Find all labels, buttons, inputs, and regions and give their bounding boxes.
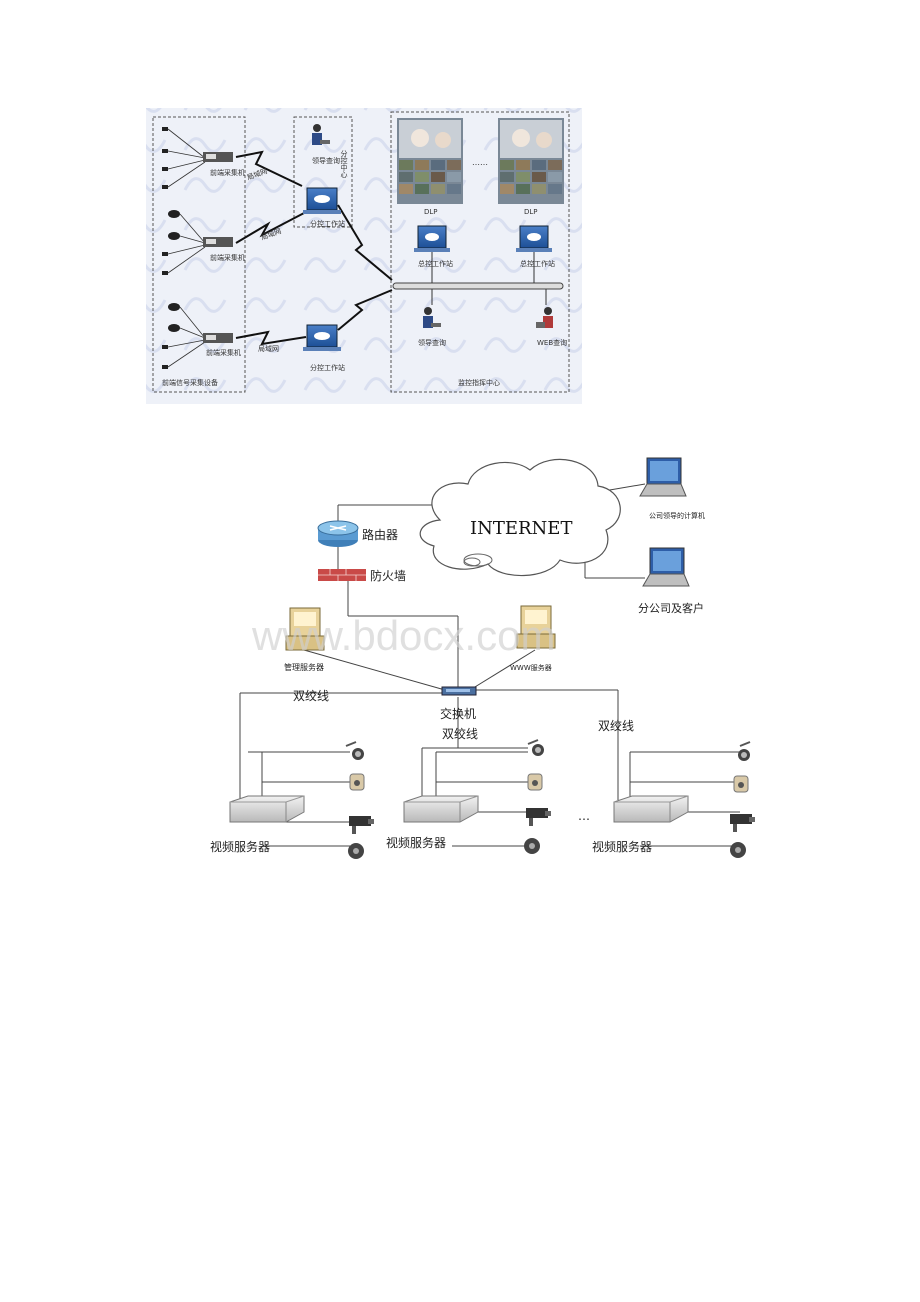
- sub-workstation-2-icon: [303, 324, 341, 351]
- ptz-camera-icon: [345, 741, 364, 760]
- switch-icon: [441, 686, 477, 696]
- mgmt-server-label: 管理服务器: [284, 662, 324, 672]
- twisted-pair-1-label: 双绞线: [293, 688, 329, 703]
- video-server-2-icon: [403, 795, 479, 823]
- sub-center-region: [293, 116, 353, 228]
- dlp-wall-1: [397, 118, 463, 204]
- dlp-2-label: DLP: [524, 208, 538, 216]
- video-server-2-label: 视频服务器: [386, 835, 446, 850]
- video-server-3-icon: [613, 795, 689, 823]
- web-query-label: WEB查询: [537, 338, 567, 347]
- sub-workstation-1-label: 分控工作站: [310, 219, 345, 228]
- video-server-1-label: 视频服务器: [210, 839, 270, 854]
- diagram-2: INTERNET 路由器 防火墙 公司领导的计算机: [210, 457, 755, 859]
- round-camera-icon: [348, 843, 364, 859]
- wireless-links: [235, 150, 393, 346]
- collector-2: [203, 237, 233, 247]
- leader-laptop-icon: [639, 457, 687, 497]
- leader-2-icon: [423, 307, 441, 328]
- camera-group-2: [524, 739, 551, 854]
- watermark-text: www.bdocx.com: [251, 612, 555, 659]
- router-icon: [317, 520, 359, 547]
- video-server-ellipsis: …: [578, 809, 590, 823]
- internet-cloud: [419, 458, 621, 577]
- sub-workstation-1-icon: [303, 187, 341, 214]
- bullet-camera-icon: [730, 814, 755, 832]
- front-devices-label: 前端信号采集设备: [162, 378, 218, 387]
- camera-group-1: [345, 741, 374, 859]
- sub-center-label: 分控中心: [340, 149, 348, 178]
- branch-laptop-icon: [642, 547, 690, 587]
- sub-workstation-2-label: 分控工作站: [310, 363, 345, 372]
- video-server-1-icon: [229, 795, 305, 823]
- collector-1: [203, 152, 233, 162]
- dome-camera-icon: [349, 773, 365, 791]
- backbone-bus: [392, 252, 564, 305]
- front-sensor-group: [162, 127, 180, 369]
- collector-3: [203, 333, 233, 343]
- main-workstation-2-label: 总控工作站: [520, 259, 555, 268]
- web-user-icon: [536, 307, 553, 328]
- mgmt-server-icon: [285, 607, 325, 651]
- round-camera-icon: [730, 842, 746, 858]
- firewall-icon: [318, 569, 366, 581]
- command-center-region: [390, 111, 570, 393]
- main-workstation-1-label: 总控工作站: [418, 259, 453, 268]
- bullet-camera-icon: [526, 808, 551, 826]
- ptz-camera-icon: [738, 741, 751, 761]
- twisted-pair-2-label: 双绞线: [442, 726, 478, 741]
- switch-label: 交换机: [440, 706, 476, 721]
- company-leader-pc-label: 公司领导的计算机: [649, 511, 705, 520]
- dome-camera-icon: [527, 773, 543, 791]
- dlp-ellipsis: ……: [472, 158, 488, 167]
- leader-query-1-label: 领导查询: [312, 156, 340, 165]
- round-camera-icon: [524, 838, 540, 854]
- www-server-icon: [516, 605, 556, 649]
- router-label: 路由器: [362, 527, 398, 542]
- dlp-1-label: DLP: [424, 208, 438, 216]
- twisted-pair-3-label: 双绞线: [598, 718, 634, 733]
- collector-3-label: 前端采集机: [206, 348, 241, 357]
- sensor-links: [167, 128, 206, 368]
- ptz-camera-icon: [527, 739, 544, 756]
- collector-1-label: 前端采集机: [210, 168, 245, 177]
- front-devices-region: [152, 116, 246, 393]
- lan-3-label: 局域网: [258, 344, 279, 353]
- camera-group-3: [730, 741, 755, 858]
- leader-1-icon: [312, 124, 330, 145]
- bullet-camera-icon: [349, 816, 374, 834]
- diagram-1: 前端采集机 前端采集机 前端采集机 局域网 局域网 局域网 领导查询 分控中心: [146, 108, 582, 404]
- leader-query-2-label: 领导查询: [418, 338, 446, 347]
- main-workstation-1-icon: [414, 225, 450, 252]
- command-center-label: 监控指挥中心: [458, 378, 500, 387]
- main-workstation-2-icon: [516, 225, 552, 252]
- internet-label: INTERNET: [470, 518, 572, 539]
- branch-clients-label: 分公司及客户: [638, 601, 704, 615]
- dome-camera-icon: [733, 775, 749, 793]
- firewall-label: 防火墙: [370, 568, 406, 583]
- dlp-wall-2: [498, 118, 564, 204]
- collector-2-label: 前端采集机: [210, 253, 245, 262]
- www-server-label: WWW服务器: [510, 663, 552, 672]
- video-server-3-label: 视频服务器: [592, 839, 652, 854]
